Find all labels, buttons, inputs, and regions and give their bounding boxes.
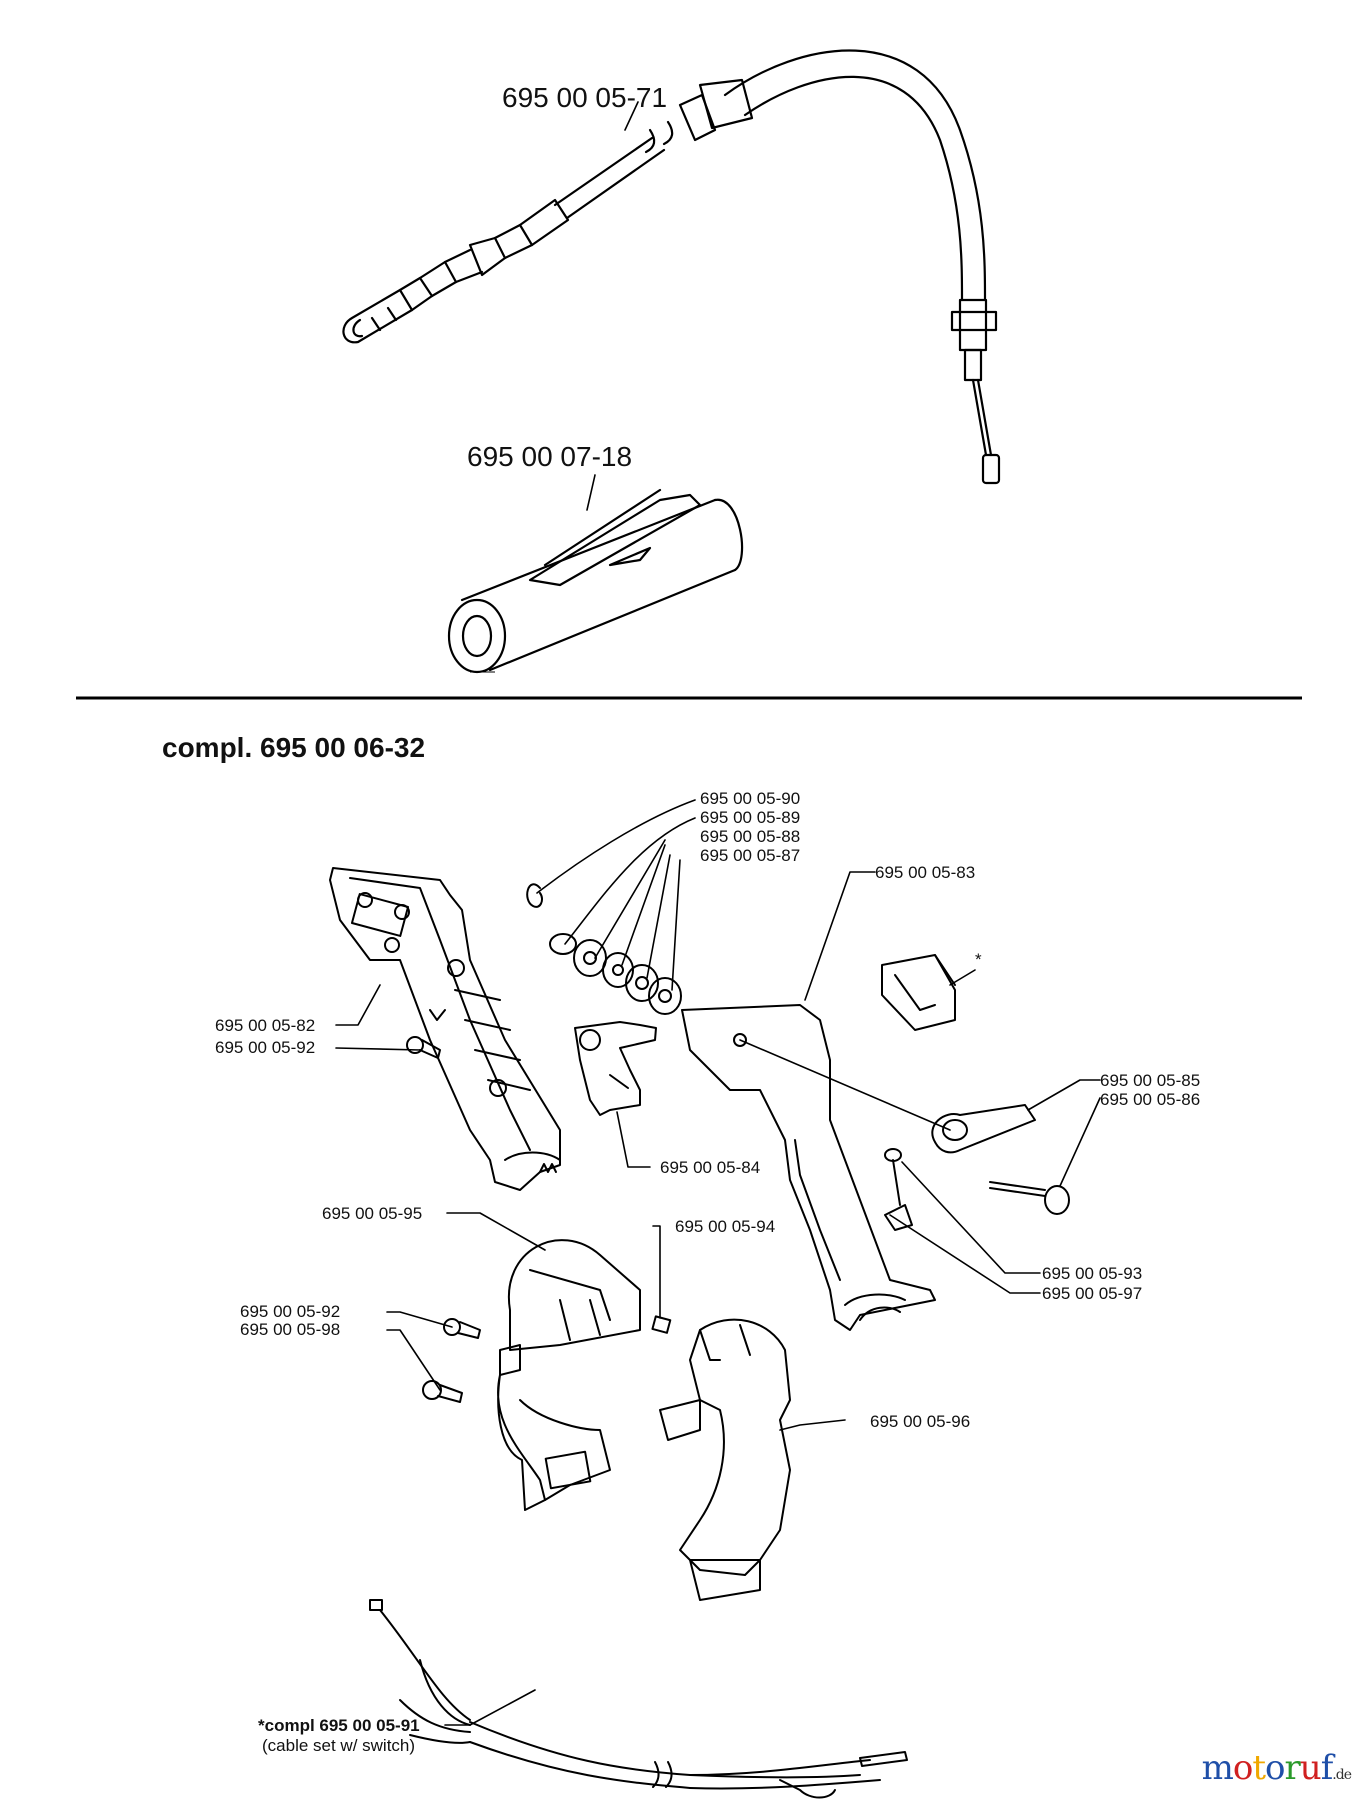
cable-set-part-number: *compl 695 00 05-91 xyxy=(258,1716,420,1735)
callout-695-00-05-84: 695 00 05-84 xyxy=(660,1158,761,1177)
callout-switch-star: * xyxy=(975,950,982,969)
wm-t: t xyxy=(1252,1748,1266,1788)
clamp-lower-drawing xyxy=(659,1318,791,1601)
wm-m: m xyxy=(1201,1748,1234,1788)
motoruf-watermark-logo: motoruf.de xyxy=(1201,1748,1352,1788)
callout-695-00-05-88: 695 00 05-88 xyxy=(700,827,801,846)
screws-92-98-drawing xyxy=(406,1036,481,1403)
callout-695-00-05-89: 695 00 05-89 xyxy=(700,808,801,827)
callout-695-00-05-93: 695 00 05-93 xyxy=(1042,1264,1143,1283)
cable-set-description: (cable set w/ switch) xyxy=(262,1736,416,1755)
screw-93-drawing xyxy=(884,1148,913,1231)
callout-695-00-05-86: 695 00 05-86 xyxy=(1100,1090,1201,1109)
throttle-trigger-drawing xyxy=(574,1021,657,1116)
clamp-upper-drawing xyxy=(497,1239,641,1511)
callout-cable-695-00-05-71: 695 00 05-71 xyxy=(502,82,668,113)
callout-695-00-05-94: 695 00 05-94 xyxy=(675,1217,776,1236)
wm-o2: o xyxy=(1265,1748,1286,1788)
callout-695-00-05-85: 695 00 05-85 xyxy=(1100,1071,1201,1090)
wm-f: f xyxy=(1320,1748,1334,1788)
wm-r: r xyxy=(1284,1748,1301,1788)
callout-695-00-05-97: 695 00 05-97 xyxy=(1042,1284,1143,1303)
handle-left-half-drawing xyxy=(329,867,561,1191)
callout-695-00-05-95: 695 00 05-95 xyxy=(322,1204,423,1223)
callout-695-00-05-90: 695 00 05-90 xyxy=(700,789,801,808)
section-title: compl. 695 00 06-32 xyxy=(162,732,426,763)
callout-695-00-05-92-upper: 695 00 05-92 xyxy=(215,1038,316,1057)
callout-695-00-05-98: 695 00 05-98 xyxy=(240,1320,341,1339)
callout-sleeve-695-00-07-18: 695 00 07-18 xyxy=(467,441,633,472)
stop-lever-drawing xyxy=(931,1104,1070,1215)
leader-lines xyxy=(335,101,1101,1726)
cable-set-label: *compl 695 00 05-91 (cable set w/ switch… xyxy=(258,1716,420,1756)
nut-94-drawing xyxy=(651,1315,672,1334)
wm-o1: o xyxy=(1232,1748,1254,1788)
switch-block-drawing xyxy=(881,954,956,1031)
callout-695-00-05-82: 695 00 05-82 xyxy=(215,1016,316,1035)
callout-695-00-05-92-lower: 695 00 05-92 xyxy=(240,1302,341,1321)
handle-right-half-drawing xyxy=(681,1004,936,1331)
callout-695-00-05-96: 695 00 05-96 xyxy=(870,1412,971,1431)
wm-de: .de xyxy=(1332,1767,1352,1783)
washers-drawing xyxy=(526,883,682,1015)
callout-695-00-05-87: 695 00 05-87 xyxy=(700,846,801,865)
throttle-cable-drawing xyxy=(342,49,1001,485)
callout-695-00-05-83: 695 00 05-83 xyxy=(875,863,976,882)
sleeve-drawing xyxy=(447,488,744,674)
cable-set-drawing xyxy=(369,1599,908,1799)
wm-u: u xyxy=(1299,1748,1322,1788)
